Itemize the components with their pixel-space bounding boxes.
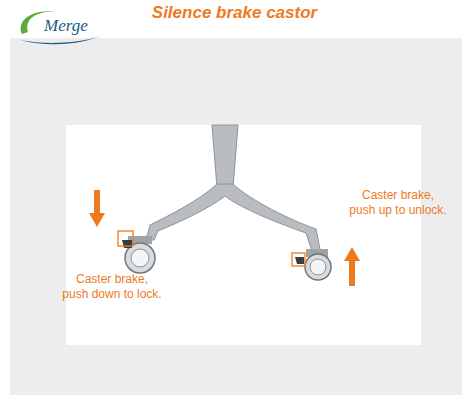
chair-pole bbox=[212, 125, 238, 188]
brake-note: Caster brake, push down to lock. bbox=[62, 272, 162, 302]
brake-note: Caster brake, push up to unlock. bbox=[349, 188, 447, 218]
caster-brake bbox=[122, 240, 132, 248]
white-panel bbox=[66, 125, 421, 345]
chair-legs bbox=[146, 184, 321, 254]
caster-hub bbox=[310, 259, 326, 275]
logo-text: Merge bbox=[44, 16, 88, 36]
up-arrow bbox=[344, 247, 360, 261]
down-arrow bbox=[94, 190, 100, 214]
logo-swoosh bbox=[20, 34, 104, 44]
brake-highlight bbox=[292, 253, 305, 266]
caster-wheel bbox=[305, 254, 331, 280]
caster-hub bbox=[131, 249, 149, 267]
up-arrow bbox=[349, 260, 355, 286]
caster-brake bbox=[295, 257, 304, 264]
brake-highlight bbox=[118, 231, 133, 246]
down-arrow bbox=[89, 213, 105, 227]
